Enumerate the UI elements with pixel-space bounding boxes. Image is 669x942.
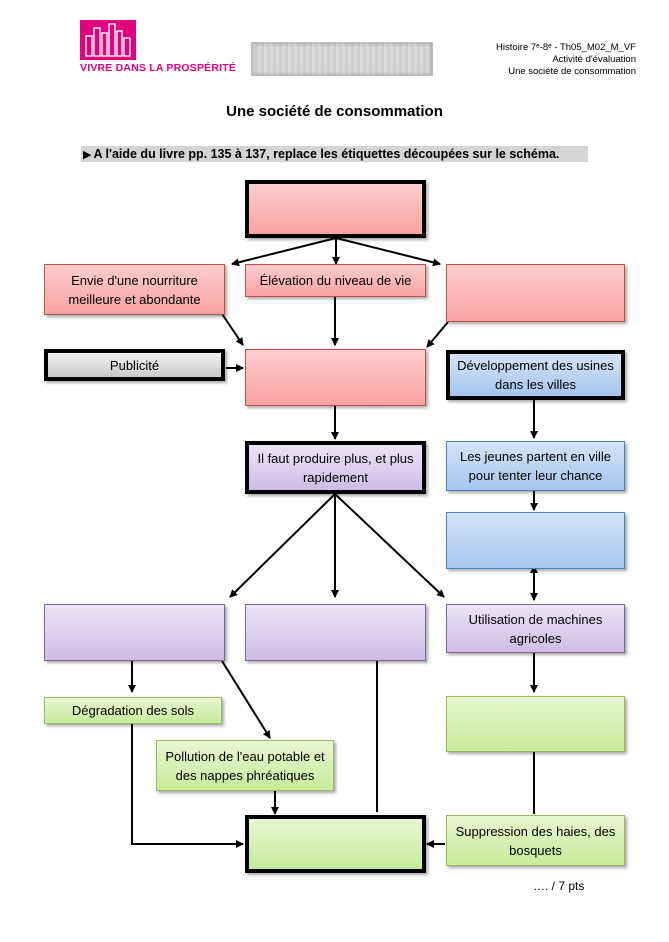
arrow [426, 321, 449, 348]
box-developpement-usines: Développement des usines dans les villes [446, 350, 625, 400]
box-elevation-niveau-vie: Élévation du niveau de vie [245, 264, 426, 297]
empty-box-red-right[interactable] [446, 264, 625, 322]
box-label: Il faut produire plus, et plus rapidemen… [257, 450, 414, 485]
box-degradation-sols: Dégradation des sols [44, 697, 222, 724]
box-label: Publicité [109, 357, 160, 373]
box-label: Utilisation de machines agricoles [468, 611, 603, 646]
box-machines-agricoles: Utilisation de machines agricoles [446, 604, 625, 653]
box-label: Suppression des haies, des bosquets [455, 823, 616, 858]
arrow [229, 493, 336, 598]
reference-line: Une société de consommation [508, 66, 636, 77]
empty-box-bottom[interactable] [245, 815, 426, 873]
instruction: ▶A l'aide du livre pp. 135 à 137, replac… [81, 146, 588, 162]
reference-line: Histoire 7ᵉ-8ᵉ - Th05_M02_M_VF [496, 42, 636, 53]
box-envie-nourriture: Envie d'une nourriture meilleure et abon… [44, 264, 225, 315]
box-produire-plus: Il faut produire plus, et plus rapidemen… [245, 441, 426, 494]
box-label: Pollution de l'eau potable et des nappes… [165, 748, 325, 783]
box-jeunes-ville: Les jeunes partent en ville pour tenter … [446, 441, 625, 491]
page-title: Une société de consommation [226, 103, 443, 120]
triangle-right-icon: ▶ [83, 149, 92, 161]
arrow [335, 237, 441, 267]
logo-text: VIVRE DANS LA PROSPÉRITÉ [80, 62, 237, 74]
city-skyline-icon [85, 23, 131, 57]
document-reference: Histoire 7ᵉ-8ᵉ - Th05_M02_M_VF Activité … [496, 42, 636, 78]
arrow [131, 724, 244, 848]
arrow [231, 237, 337, 267]
arrow [221, 660, 271, 739]
empty-box-green-right[interactable] [446, 696, 625, 752]
box-label: Dégradation des sols [71, 703, 195, 718]
empty-box-top[interactable] [245, 180, 426, 238]
score: …. / 7 pts [533, 879, 585, 893]
box-suppression-haies: Suppression des haies, des bosquets [446, 815, 625, 866]
empty-box-blue[interactable] [446, 512, 625, 569]
arrow [334, 493, 445, 598]
name-field[interactable] [251, 42, 433, 76]
empty-box-purple-left[interactable] [44, 604, 225, 661]
instruction-text: A l'aide du livre pp. 135 à 137, replace… [93, 147, 560, 161]
arrow [221, 313, 244, 346]
logo [80, 20, 136, 60]
box-label: Développement des usines dans les villes [457, 358, 614, 392]
box-pollution-eau: Pollution de l'eau potable et des nappes… [156, 740, 334, 791]
box-label: Envie d'une nourriture meilleure et abon… [68, 272, 201, 307]
box-label: Les jeunes partent en ville pour tenter … [459, 449, 612, 483]
reference-line: Activité d'évaluation [552, 54, 636, 65]
empty-box-red-center[interactable] [245, 349, 426, 406]
box-publicite: Publicité [44, 349, 225, 381]
empty-box-purple-center[interactable] [245, 604, 426, 661]
box-label: Élévation du niveau de vie [259, 273, 412, 288]
